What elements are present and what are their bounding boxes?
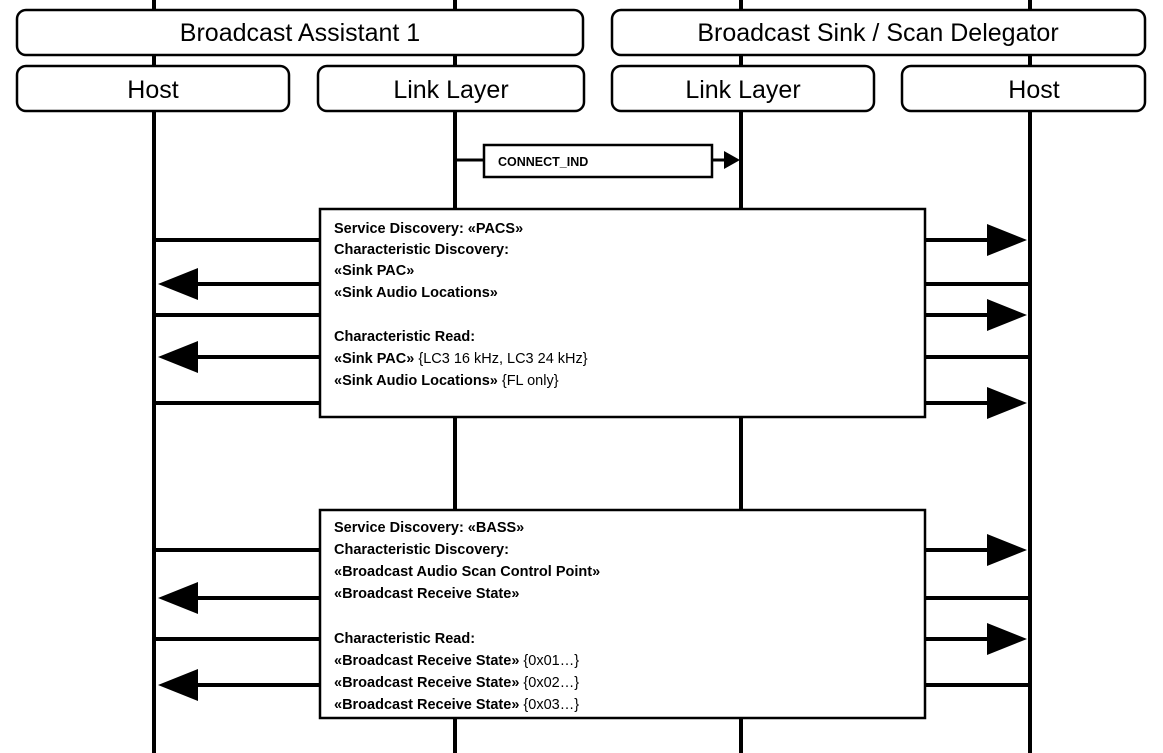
device-box-right (610, 8, 1147, 57)
connect-ind-label: CONNECT_IND (498, 155, 588, 169)
bass-line-8: «Broadcast Receive State» {0x03…} (334, 697, 579, 713)
lane-box-link-right (610, 64, 876, 113)
device-title-left: Broadcast Assistant 1 (180, 19, 420, 47)
pacs-box (318, 207, 927, 419)
device-box-left (15, 8, 585, 57)
pacs-head-left-2 (158, 268, 198, 300)
lane-title-host-left: Host (127, 76, 178, 104)
bass-line-8-name: «Broadcast Receive State» (334, 697, 519, 713)
pacs-line-1: Service Discovery: «PACS» (334, 221, 523, 237)
bass-line-7-name: «Broadcast Receive State» (334, 675, 519, 691)
bass-line-6-value: {0x01…} (519, 653, 579, 669)
pacs-line-7-name: «Sink Audio Locations» (334, 373, 498, 389)
bass-line-3: «Broadcast Audio Scan Control Point» (334, 564, 600, 580)
pacs-line-7-value: {FL only} (498, 373, 559, 389)
bass-line-5: Characteristic Read: (334, 631, 475, 647)
pacs-line-6: «Sink PAC» {LC3 16 kHz, LC3 24 kHz} (334, 351, 588, 367)
bass-head-left-4 (158, 669, 198, 701)
bass-line-1: Service Discovery: «BASS» (334, 520, 524, 536)
bass-line-2: Characteristic Discovery: (334, 542, 509, 558)
connect-ind-message: CONNECT_IND (457, 143, 740, 179)
pacs-arrowheads (158, 224, 1027, 419)
bass-head-right-3 (987, 623, 1027, 655)
lane-title-host-right: Host (1008, 76, 1059, 104)
bass-line-8-value: {0x03…} (519, 697, 579, 713)
bass-line-6-name: «Broadcast Receive State» (334, 653, 519, 669)
lane-title-link-left: Link Layer (393, 76, 508, 104)
bass-head-right-1 (987, 534, 1027, 566)
connect-ind-arrowhead (724, 151, 740, 169)
pacs-head-left-4 (158, 341, 198, 373)
bass-line-7: «Broadcast Receive State» {0x02…} (334, 675, 579, 691)
pacs-arrows (154, 238, 1030, 405)
pacs-line-7: «Sink Audio Locations» {FL only} (334, 373, 559, 389)
pacs-line-4: «Sink Audio Locations» (334, 285, 498, 301)
connect-ind-box (482, 143, 714, 179)
device-title-right: Broadcast Sink / Scan Delegator (697, 19, 1058, 47)
pacs-head-right-1 (987, 224, 1027, 256)
bass-line-4: «Broadcast Receive State» (334, 586, 519, 602)
bass-box (318, 508, 927, 720)
bass-line-7-value: {0x02…} (519, 675, 579, 691)
bass-box-text: Service Discovery: «BASS» Characteristic… (334, 520, 600, 713)
pacs-line-5: Characteristic Read: (334, 329, 475, 345)
pacs-line-6-name: «Sink PAC» (334, 351, 414, 367)
pacs-box-text: Service Discovery: «PACS» Characteristic… (334, 221, 588, 389)
lane-box-host-right (900, 64, 1147, 113)
pacs-head-right-5 (987, 387, 1027, 419)
pacs-head-right-3 (987, 299, 1027, 331)
pacs-line-2: Characteristic Discovery: (334, 242, 509, 258)
bass-head-left-2 (158, 582, 198, 614)
bass-arrowheads (158, 534, 1027, 701)
lane-box-link-left (316, 64, 586, 113)
lane-box-host-left (15, 64, 291, 113)
bass-line-6: «Broadcast Receive State» {0x01…} (334, 653, 579, 669)
pacs-line-6-value: {LC3 16 kHz, LC3 24 kHz} (414, 351, 587, 367)
bass-arrows (154, 548, 1030, 687)
lane-title-link-right: Link Layer (685, 76, 800, 104)
pacs-line-3: «Sink PAC» (334, 263, 414, 279)
